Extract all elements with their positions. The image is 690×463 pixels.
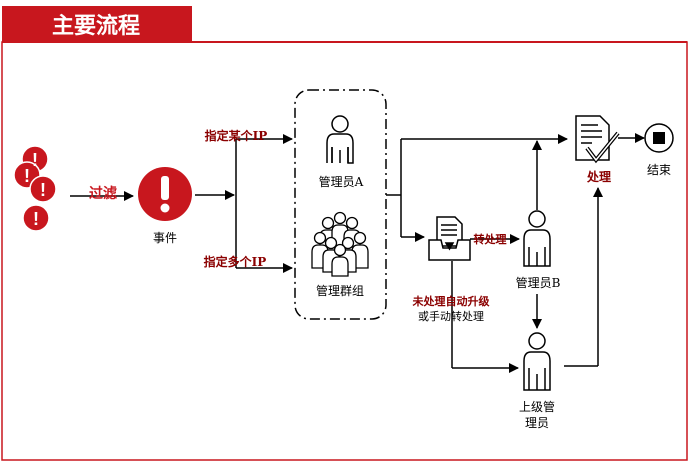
unprocessed-label-line2: 或手动转处理: [418, 309, 484, 323]
svg-text:!: !: [33, 209, 39, 229]
inbox-tray-icon: [428, 216, 471, 261]
page-title: 主要流程: [52, 13, 140, 39]
admin-container: [294, 89, 387, 320]
svg-text:!: !: [40, 180, 46, 200]
end-label: 结束: [647, 163, 671, 177]
header-bar: 主要流程: [2, 6, 687, 43]
transfer-label: 转处理: [474, 232, 507, 246]
admin-b-label: 管理员B: [516, 275, 561, 290]
specify-multi-ip-label: 指定多个IP: [204, 254, 267, 269]
process-label: 处理: [586, 169, 611, 184]
exclamation-icon: [138, 167, 192, 221]
document-check-icon: [575, 115, 620, 164]
event-label: 事件: [153, 231, 177, 245]
stop-icon: [644, 123, 674, 153]
filter-label: 过滤: [89, 185, 117, 202]
superior-label-line2: 理员: [525, 416, 549, 430]
specify-one-ip-label: 指定某个IP: [205, 128, 268, 143]
unprocessed-label-line1: 未处理自动升级: [412, 294, 491, 308]
person-icon: [523, 210, 551, 267]
admin-a-label: 管理员A: [319, 174, 364, 189]
admin-group-label: 管理群组: [316, 283, 364, 298]
alert-cluster-icon: ! ! ! !: [13, 145, 57, 232]
svg-text:!: !: [24, 166, 30, 186]
svg-text:!: !: [32, 150, 38, 170]
people-group-icon: [311, 211, 369, 277]
superior-label-line1: 上级管: [519, 399, 555, 414]
person-icon: [326, 115, 354, 164]
person-icon: [523, 332, 551, 391]
